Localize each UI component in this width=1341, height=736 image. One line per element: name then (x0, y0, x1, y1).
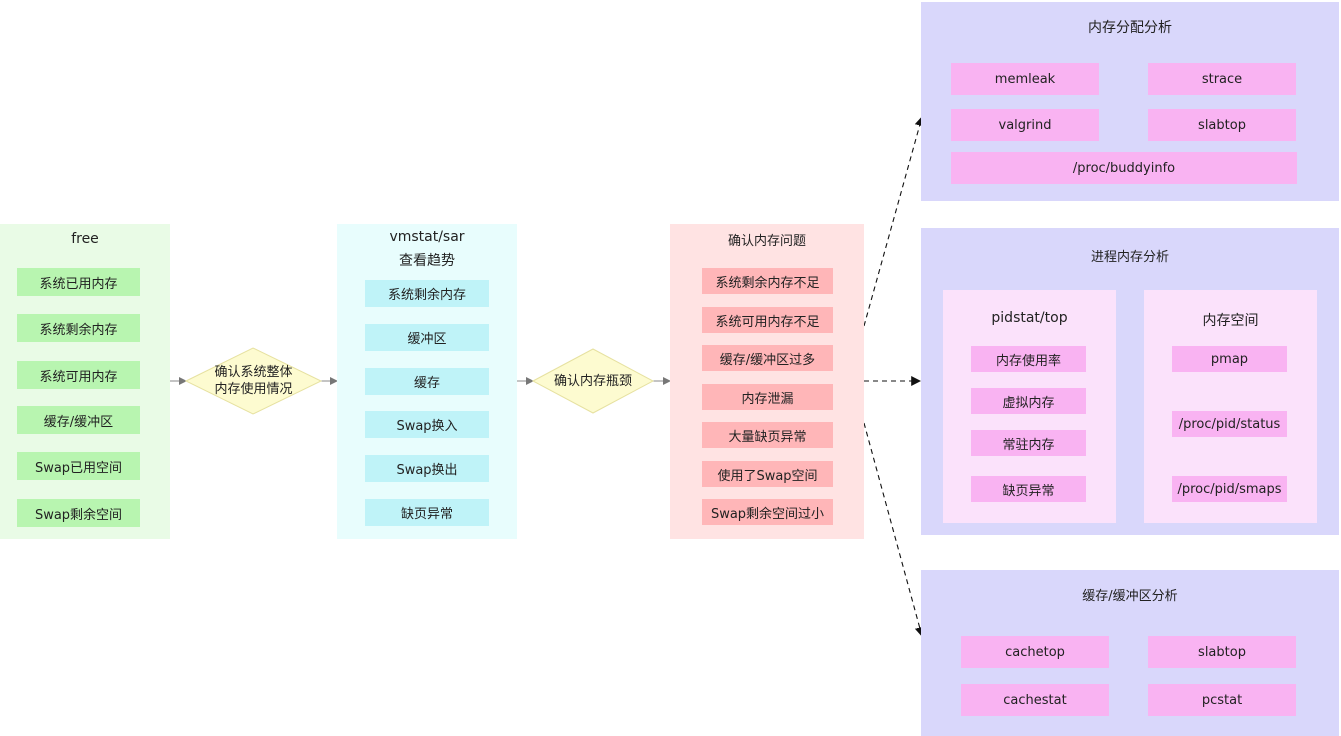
problems-panel: 确认内存问题 系统剩余内存不足 系统可用内存不足 缓存/缓冲区过多 内存泄漏 大… (670, 224, 864, 539)
pidstat-title: pidstat/top (991, 310, 1068, 326)
pidstat-item: 虚拟内存 (971, 388, 1086, 414)
pidstat-item: 缺页异常 (971, 476, 1086, 502)
cache-panel: 缓存/缓冲区分析 cachetop slabtop cachestat pcst… (921, 570, 1339, 736)
cache-item: pcstat (1148, 684, 1296, 716)
alloc-item: slabtop (1148, 109, 1296, 141)
problem-item: 大量缺页异常 (702, 422, 833, 448)
free-item: Swap剩余空间 (17, 499, 140, 527)
free-item: Swap已用空间 (17, 452, 140, 480)
process-title: 进程内存分析 (1090, 250, 1169, 265)
memspace-title: 内存空间 (1202, 313, 1259, 329)
alloc-item: strace (1148, 63, 1296, 95)
vmstat-panel: vmstat/sar 查看趋势 系统剩余内存 缓冲区 缓存 Swap换入 Swa… (337, 224, 517, 539)
alloc-item: valgrind (951, 109, 1099, 141)
memspace-item: /proc/pid/smaps (1172, 476, 1287, 502)
problems-title: 确认内存问题 (727, 234, 806, 249)
free-title: free (71, 231, 99, 247)
vmstat-item: Swap换入 (365, 411, 489, 438)
alloc-panel: 内存分配分析 memleak strace valgrind slabtop /… (921, 2, 1339, 201)
decision1-line1: 确认系统整体 (214, 365, 293, 380)
decision2-label: 确认内存瓶颈 (553, 373, 632, 389)
alloc-item: /proc/buddyinfo (951, 152, 1297, 184)
vmstat-title-line2: 查看趋势 (399, 253, 455, 269)
cache-item: cachestat (961, 684, 1109, 716)
decision1-label: 确认系统整体内存使用情况 (196, 360, 311, 402)
problem-item: 内存泄漏 (702, 384, 833, 410)
free-item: 缓存/缓冲区 (17, 406, 140, 434)
free-item: 系统已用内存 (17, 268, 140, 296)
decision1-line2: 内存使用情况 (214, 382, 293, 397)
pidstat-item: 常驻内存 (971, 430, 1086, 456)
pidstat-panel: pidstat/top 内存使用率 虚拟内存 常驻内存 缺页异常 (943, 290, 1116, 523)
vmstat-item: Swap换出 (365, 455, 489, 482)
decision2-diamond (531, 348, 655, 414)
vmstat-item: 缓存 (365, 368, 489, 395)
problem-item: 使用了Swap空间 (702, 461, 833, 487)
memspace-panel: 内存空间 pmap /proc/pid/status /proc/pid/sma… (1144, 290, 1317, 523)
vmstat-item: 缺页异常 (365, 499, 489, 526)
pidstat-item: 内存使用率 (971, 346, 1086, 372)
vmstat-item: 缓冲区 (365, 324, 489, 351)
decision1-diamond (184, 347, 323, 415)
alloc-item: memleak (951, 63, 1099, 95)
memspace-item: /proc/pid/status (1172, 411, 1287, 437)
vmstat-item: 系统剩余内存 (365, 280, 489, 307)
process-panel: 进程内存分析 pidstat/top 内存使用率 虚拟内存 常驻内存 缺页异常 … (921, 228, 1339, 535)
cache-item: slabtop (1148, 636, 1296, 668)
problem-item: Swap剩余空间过小 (702, 499, 833, 525)
dashed-arrow-to-cache (863, 422, 925, 638)
memspace-item: pmap (1172, 346, 1287, 372)
vmstat-title-line1: vmstat/sar (389, 229, 465, 245)
free-panel: free 系统已用内存 系统剩余内存 系统可用内存 缓存/缓冲区 Swap已用空… (0, 224, 170, 539)
cache-title: 缓存/缓冲区分析 (1082, 589, 1178, 604)
alloc-title: 内存分配分析 (1088, 20, 1172, 36)
free-item: 系统可用内存 (17, 361, 140, 389)
problem-item: 缓存/缓冲区过多 (702, 345, 833, 371)
cache-item: cachetop (961, 636, 1109, 668)
problem-item: 系统可用内存不足 (702, 307, 833, 333)
problem-item: 系统剩余内存不足 (702, 268, 833, 294)
dashed-arrow-to-alloc (863, 115, 925, 327)
free-item: 系统剩余内存 (17, 314, 140, 342)
